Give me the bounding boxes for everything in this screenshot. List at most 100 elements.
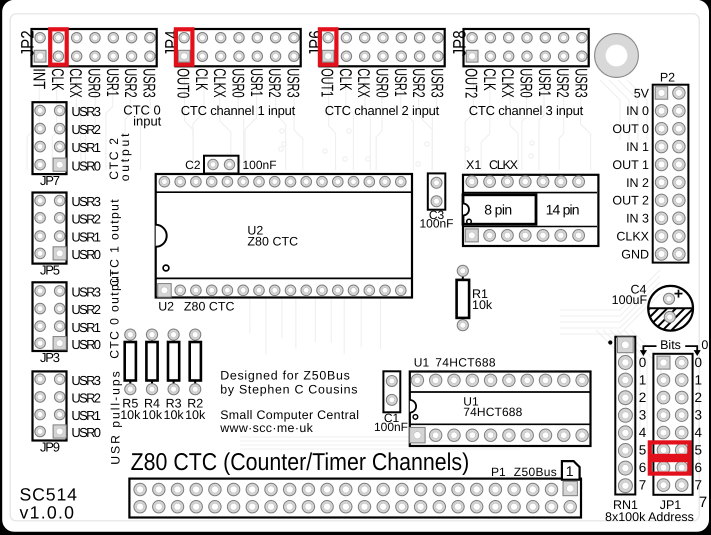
svg-text:2: 2 xyxy=(639,390,647,405)
svg-text:3: 3 xyxy=(639,408,647,423)
svg-text:C2: C2 xyxy=(185,158,201,172)
svg-text:JP5: JP5 xyxy=(40,263,60,278)
svg-text:USR3: USR3 xyxy=(71,373,101,388)
svg-text:U1: U1 xyxy=(414,355,430,369)
svg-text:Z80 CTC: Z80 CTC xyxy=(247,235,298,249)
svg-text:CTC channel 1 input: CTC channel 1 input xyxy=(181,103,296,118)
svg-text:input: input xyxy=(133,114,162,129)
svg-text:CLK: CLK xyxy=(192,68,211,91)
svg-text:10k: 10k xyxy=(185,408,206,422)
svg-text:USR0: USR0 xyxy=(373,68,392,98)
svg-text:Designed for Z50Bus: Designed for Z50Bus xyxy=(220,369,350,383)
svg-text:USR1: USR1 xyxy=(71,140,101,155)
svg-text:OUT0: OUT0 xyxy=(174,68,193,98)
svg-text:SC514: SC514 xyxy=(20,485,78,505)
svg-text:USR0: USR0 xyxy=(71,158,101,173)
svg-text:Small Computer Central: Small Computer Central xyxy=(220,408,359,422)
svg-text:74HCT688: 74HCT688 xyxy=(463,405,522,419)
svg-text:100nF: 100nF xyxy=(243,158,277,172)
svg-text:JP3: JP3 xyxy=(40,350,60,365)
svg-text:CLKX: CLKX xyxy=(616,230,649,244)
svg-text:5: 5 xyxy=(639,443,647,458)
svg-text:R2: R2 xyxy=(187,397,203,411)
svg-text:USR0: USR0 xyxy=(85,68,104,98)
svg-text:CTC 2: CTC 2 xyxy=(107,138,121,180)
svg-text:OUT 2: OUT 2 xyxy=(612,194,649,208)
svg-text:USR1: USR1 xyxy=(71,230,101,245)
svg-text:Bits: Bits xyxy=(660,338,681,352)
svg-text:CTC 1 output: CTC 1 output xyxy=(108,199,122,287)
svg-text:USR pull-ups: USR pull-ups xyxy=(109,371,123,465)
svg-text:0: 0 xyxy=(639,355,647,370)
svg-text:CTC channel 3 input: CTC channel 3 input xyxy=(469,103,584,118)
svg-text:JP9: JP9 xyxy=(40,440,60,455)
svg-text:USR2: USR2 xyxy=(553,68,572,98)
svg-text:CTC 0 output: CTC 0 output xyxy=(108,271,122,359)
svg-text:JP2: JP2 xyxy=(18,30,38,56)
svg-text:USR3: USR3 xyxy=(71,194,101,209)
svg-text:OUT1: OUT1 xyxy=(318,68,337,97)
svg-text:www·scc·me·uk: www·scc·me·uk xyxy=(219,421,313,435)
svg-text:USR3: USR3 xyxy=(427,68,446,98)
svg-text:Address: Address xyxy=(648,510,694,524)
svg-text:100uF: 100uF xyxy=(612,293,648,307)
svg-text:OUT 0: OUT 0 xyxy=(612,122,649,136)
svg-text:JP8: JP8 xyxy=(450,30,470,56)
svg-text:0: 0 xyxy=(701,338,708,352)
svg-text:0: 0 xyxy=(695,355,703,370)
svg-text:1: 1 xyxy=(566,463,574,479)
svg-text:U2: U2 xyxy=(247,224,263,238)
svg-text:USR2: USR2 xyxy=(409,68,428,98)
svg-text:by Stephen C Cousins: by Stephen C Cousins xyxy=(220,382,357,396)
svg-text:Z50Bus: Z50Bus xyxy=(514,465,557,479)
svg-text:USR1: USR1 xyxy=(71,408,101,423)
svg-text:OUT2: OUT2 xyxy=(462,68,481,98)
svg-text:USR0: USR0 xyxy=(71,247,101,262)
svg-text:IN 2: IN 2 xyxy=(626,176,649,190)
svg-text:74HCT688: 74HCT688 xyxy=(435,355,496,369)
svg-text:CLKX: CLKX xyxy=(498,68,517,98)
svg-text:CLK: CLK xyxy=(48,68,67,91)
svg-text:4: 4 xyxy=(639,425,647,440)
svg-text:USR0: USR0 xyxy=(517,68,536,98)
svg-text:1: 1 xyxy=(639,373,647,388)
svg-text:GND: GND xyxy=(621,247,649,261)
svg-text:U1: U1 xyxy=(463,394,479,408)
svg-text:6: 6 xyxy=(639,460,647,475)
svg-text:C3: C3 xyxy=(429,208,445,222)
svg-text:USR1: USR1 xyxy=(103,68,122,97)
svg-text:U2: U2 xyxy=(158,300,174,314)
svg-text:USR3: USR3 xyxy=(71,104,101,119)
svg-text:7: 7 xyxy=(639,478,647,493)
svg-text:5V: 5V xyxy=(634,86,650,100)
svg-text:USR0: USR0 xyxy=(71,425,101,440)
svg-text:Z80 CTC (Counter/Timer Channel: Z80 CTC (Counter/Timer Channels) xyxy=(131,449,470,476)
svg-text:JP4: JP4 xyxy=(162,30,182,56)
svg-text:IN 3: IN 3 xyxy=(626,212,649,226)
svg-text:C4: C4 xyxy=(631,283,647,297)
svg-text:USR2: USR2 xyxy=(71,391,101,406)
svg-text:14 pin: 14 pin xyxy=(546,201,580,217)
svg-text:USR2: USR2 xyxy=(121,68,140,98)
svg-text:JP7: JP7 xyxy=(40,173,60,188)
svg-text:JP6: JP6 xyxy=(306,30,326,56)
svg-text:INT: INT xyxy=(30,68,49,89)
svg-text:CLK: CLK xyxy=(336,68,355,91)
svg-text:7: 7 xyxy=(699,494,707,511)
svg-text:10k: 10k xyxy=(472,298,493,312)
svg-text:10k: 10k xyxy=(120,408,141,422)
svg-text:CLKX: CLKX xyxy=(354,68,373,98)
svg-text:P1: P1 xyxy=(491,465,506,479)
svg-text:USR3: USR3 xyxy=(71,285,101,300)
svg-text:JP1: JP1 xyxy=(660,498,682,512)
svg-text:USR1: USR1 xyxy=(71,320,101,335)
svg-text:USR2: USR2 xyxy=(71,122,101,137)
svg-text:5: 5 xyxy=(695,443,703,458)
svg-text:CLKX: CLKX xyxy=(489,158,519,172)
svg-text:RN1: RN1 xyxy=(613,498,638,512)
svg-text:USR1: USR1 xyxy=(535,68,554,97)
svg-text:X1: X1 xyxy=(466,158,481,172)
svg-text:10k: 10k xyxy=(164,408,185,422)
svg-text:R4: R4 xyxy=(144,397,160,411)
svg-text:10k: 10k xyxy=(142,408,163,422)
